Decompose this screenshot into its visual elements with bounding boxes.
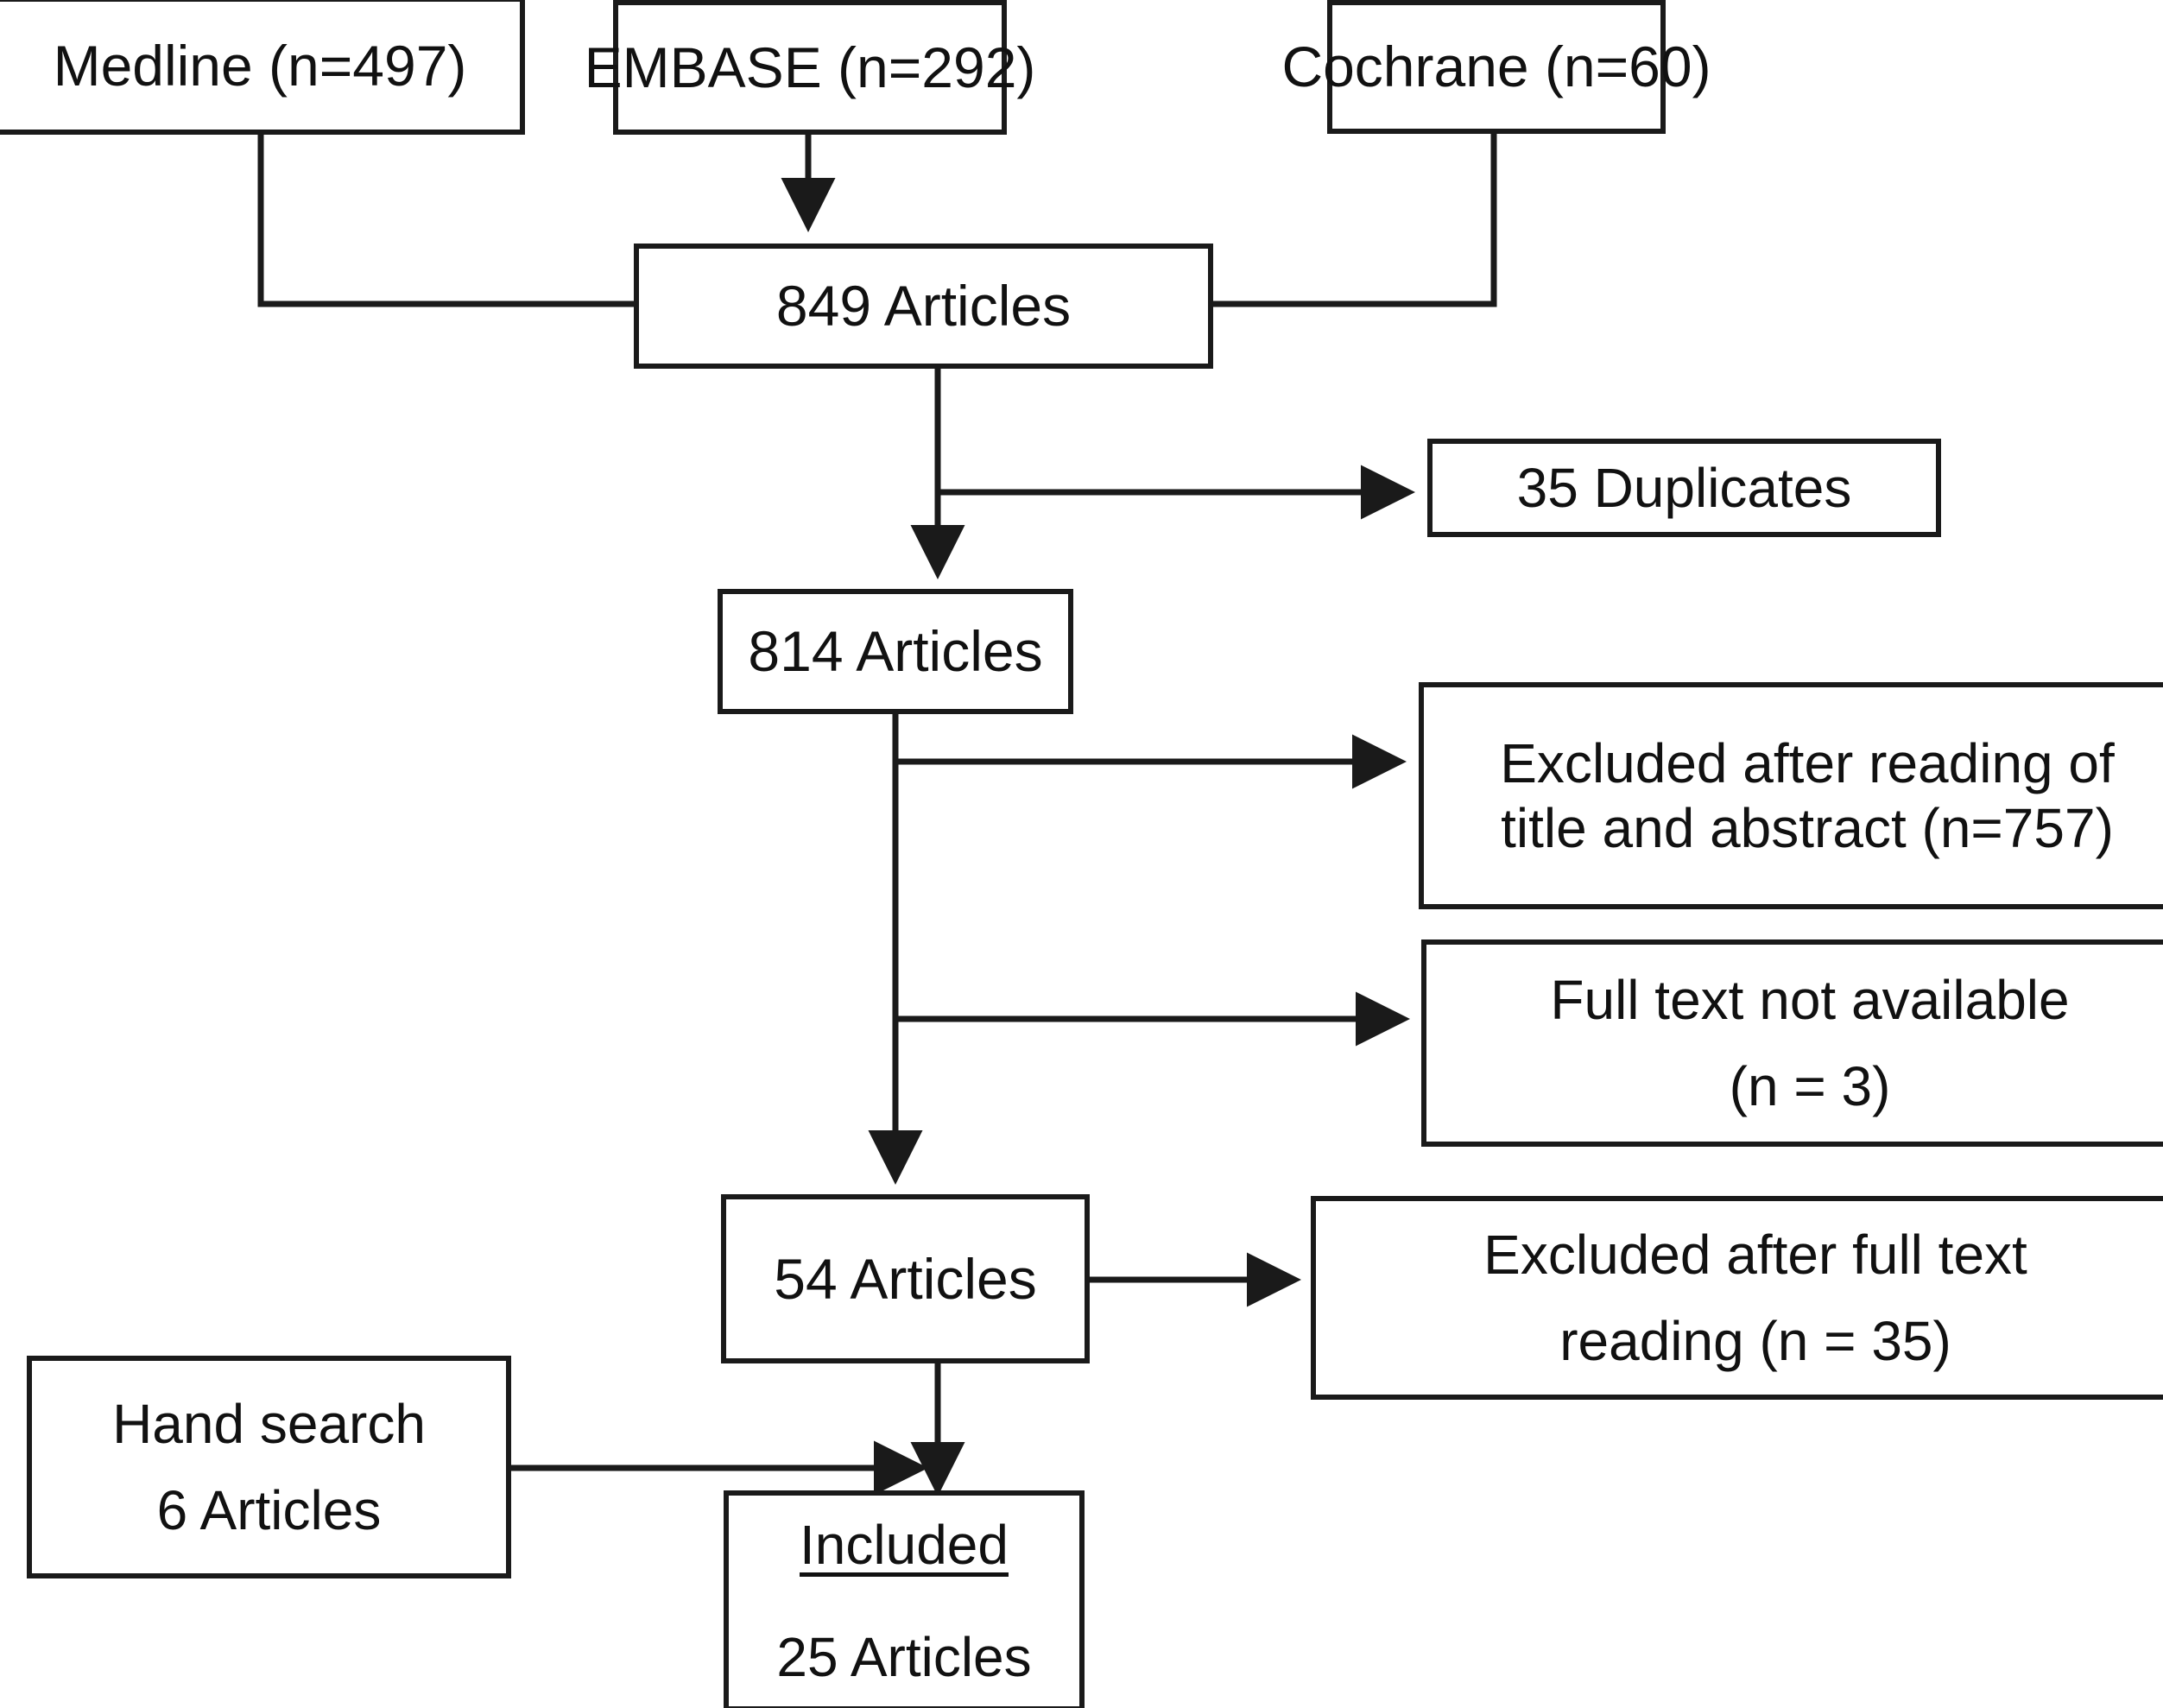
node-excluded-full-text-line1: Excluded after full text: [1483, 1223, 2027, 1286]
node-articles-814-label: 814 Articles: [748, 619, 1043, 684]
node-hand-search[interactable]: Hand search 6 Articles: [27, 1356, 511, 1578]
node-embase-label: EMBASE (n=292): [584, 35, 1036, 99]
node-cochrane-label: Cochrane (n=60): [1281, 35, 1711, 99]
node-articles-849-label: 849 Articles: [775, 274, 1072, 338]
node-medline-label: Medline (n=497): [53, 33, 467, 98]
node-medline[interactable]: Medline (n=497): [0, 0, 525, 135]
node-duplicates-35-label: 35 Duplicates: [1516, 456, 1852, 519]
node-included[interactable]: Included 25 Articles: [724, 1490, 1085, 1708]
node-articles-814[interactable]: 814 Articles: [718, 589, 1073, 714]
node-included-count: 25 Articles: [776, 1626, 1032, 1688]
node-hand-search-line1: Hand search: [112, 1392, 426, 1455]
node-excluded-full-text-line2: reading (n = 35): [1559, 1310, 1951, 1372]
node-excluded-title-abstract-line1: Excluded after reading of: [1500, 732, 2115, 795]
node-excluded-title-abstract-line2: title and abstract (n=757): [1501, 796, 2114, 859]
node-duplicates-35[interactable]: 35 Duplicates: [1427, 439, 1941, 537]
node-embase[interactable]: EMBASE (n=292): [585, 0, 1035, 135]
node-hand-search-line2: 6 Articles: [156, 1479, 382, 1541]
node-full-text-not-available-line2: (n = 3): [1729, 1055, 1891, 1117]
node-cochrane[interactable]: Cochrane (n=60): [1281, 0, 1711, 134]
node-articles-849[interactable]: 849 Articles: [634, 244, 1213, 369]
node-articles-54[interactable]: 54 Articles: [721, 1194, 1090, 1363]
node-full-text-not-available[interactable]: Full text not available (n = 3): [1421, 939, 2163, 1147]
node-excluded-full-text[interactable]: Excluded after full text reading (n = 35…: [1311, 1196, 2163, 1400]
node-excluded-title-abstract[interactable]: Excluded after reading of title and abst…: [1419, 682, 2163, 909]
node-articles-54-label: 54 Articles: [774, 1246, 1037, 1311]
node-full-text-not-available-line1: Full text not available: [1550, 968, 2070, 1031]
node-included-title: Included: [800, 1513, 1009, 1576]
